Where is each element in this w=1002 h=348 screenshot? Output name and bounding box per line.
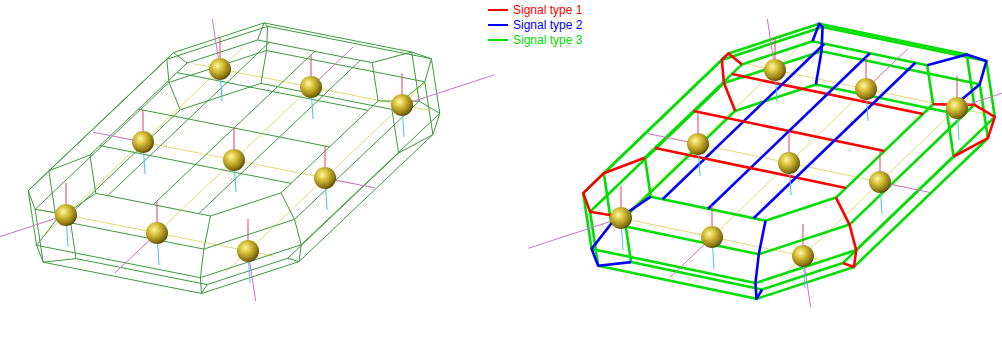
ring-line <box>35 51 433 294</box>
legend: Signal type 1Signal type 2Signal type 3 <box>488 2 582 47</box>
sphere <box>300 76 322 98</box>
axis-stick <box>402 75 494 105</box>
legend-swatch <box>488 9 508 11</box>
top-grid-line <box>153 51 315 204</box>
sphere <box>610 207 632 229</box>
legend-text: Signal type 1 <box>513 3 582 17</box>
guide-line <box>43 47 243 237</box>
guide-line <box>225 83 425 273</box>
left-wireframe <box>0 19 494 301</box>
sphere <box>869 171 891 193</box>
ring-line <box>69 83 398 284</box>
axis-stick <box>529 218 621 248</box>
sphere <box>855 78 877 100</box>
sphere <box>223 149 245 171</box>
sphere <box>146 222 168 244</box>
top-grid-line <box>655 148 846 188</box>
ring-line <box>49 23 419 249</box>
legend-row: Signal type 2 <box>488 17 582 32</box>
ring-line <box>28 26 440 277</box>
sphere <box>764 59 786 81</box>
meridian-line <box>722 53 742 111</box>
sphere <box>314 167 336 189</box>
meridian-line <box>200 216 210 294</box>
sphere <box>701 226 723 248</box>
ring-line <box>645 41 933 220</box>
top-grid-line <box>100 146 291 184</box>
top-grid-line <box>199 60 361 213</box>
meridian-line <box>258 23 268 84</box>
legend-row: Signal type 1 <box>488 2 582 17</box>
sphere <box>209 58 231 80</box>
sphere <box>946 97 968 119</box>
sphere <box>792 245 814 267</box>
sphere <box>237 240 259 262</box>
sphere <box>55 204 77 226</box>
meridian-line <box>28 155 90 215</box>
ring-line <box>583 27 995 283</box>
meridian-line <box>281 193 301 262</box>
top-grid-line <box>754 63 916 218</box>
ring-line <box>90 40 378 216</box>
ring-line <box>590 51 988 299</box>
legend-swatch <box>488 39 508 41</box>
legend-text: Signal type 2 <box>513 18 582 32</box>
guide-line <box>134 65 334 255</box>
meridian-line <box>836 198 856 267</box>
guide-line <box>598 48 798 240</box>
legend-text: Signal type 3 <box>513 33 582 47</box>
sphere <box>132 131 154 153</box>
meridian-line <box>755 221 765 299</box>
ring-line <box>604 24 974 255</box>
meridian-line <box>592 197 651 266</box>
right-wireframe <box>529 19 1002 307</box>
sphere <box>391 94 413 116</box>
meridian-line <box>583 158 645 218</box>
sphere <box>778 152 800 174</box>
legend-row: Signal type 3 <box>488 32 582 47</box>
meridian-line <box>167 53 187 110</box>
sphere <box>687 133 709 155</box>
guide-line <box>689 67 889 259</box>
guide-line <box>780 86 980 278</box>
legend-swatch <box>488 24 508 26</box>
